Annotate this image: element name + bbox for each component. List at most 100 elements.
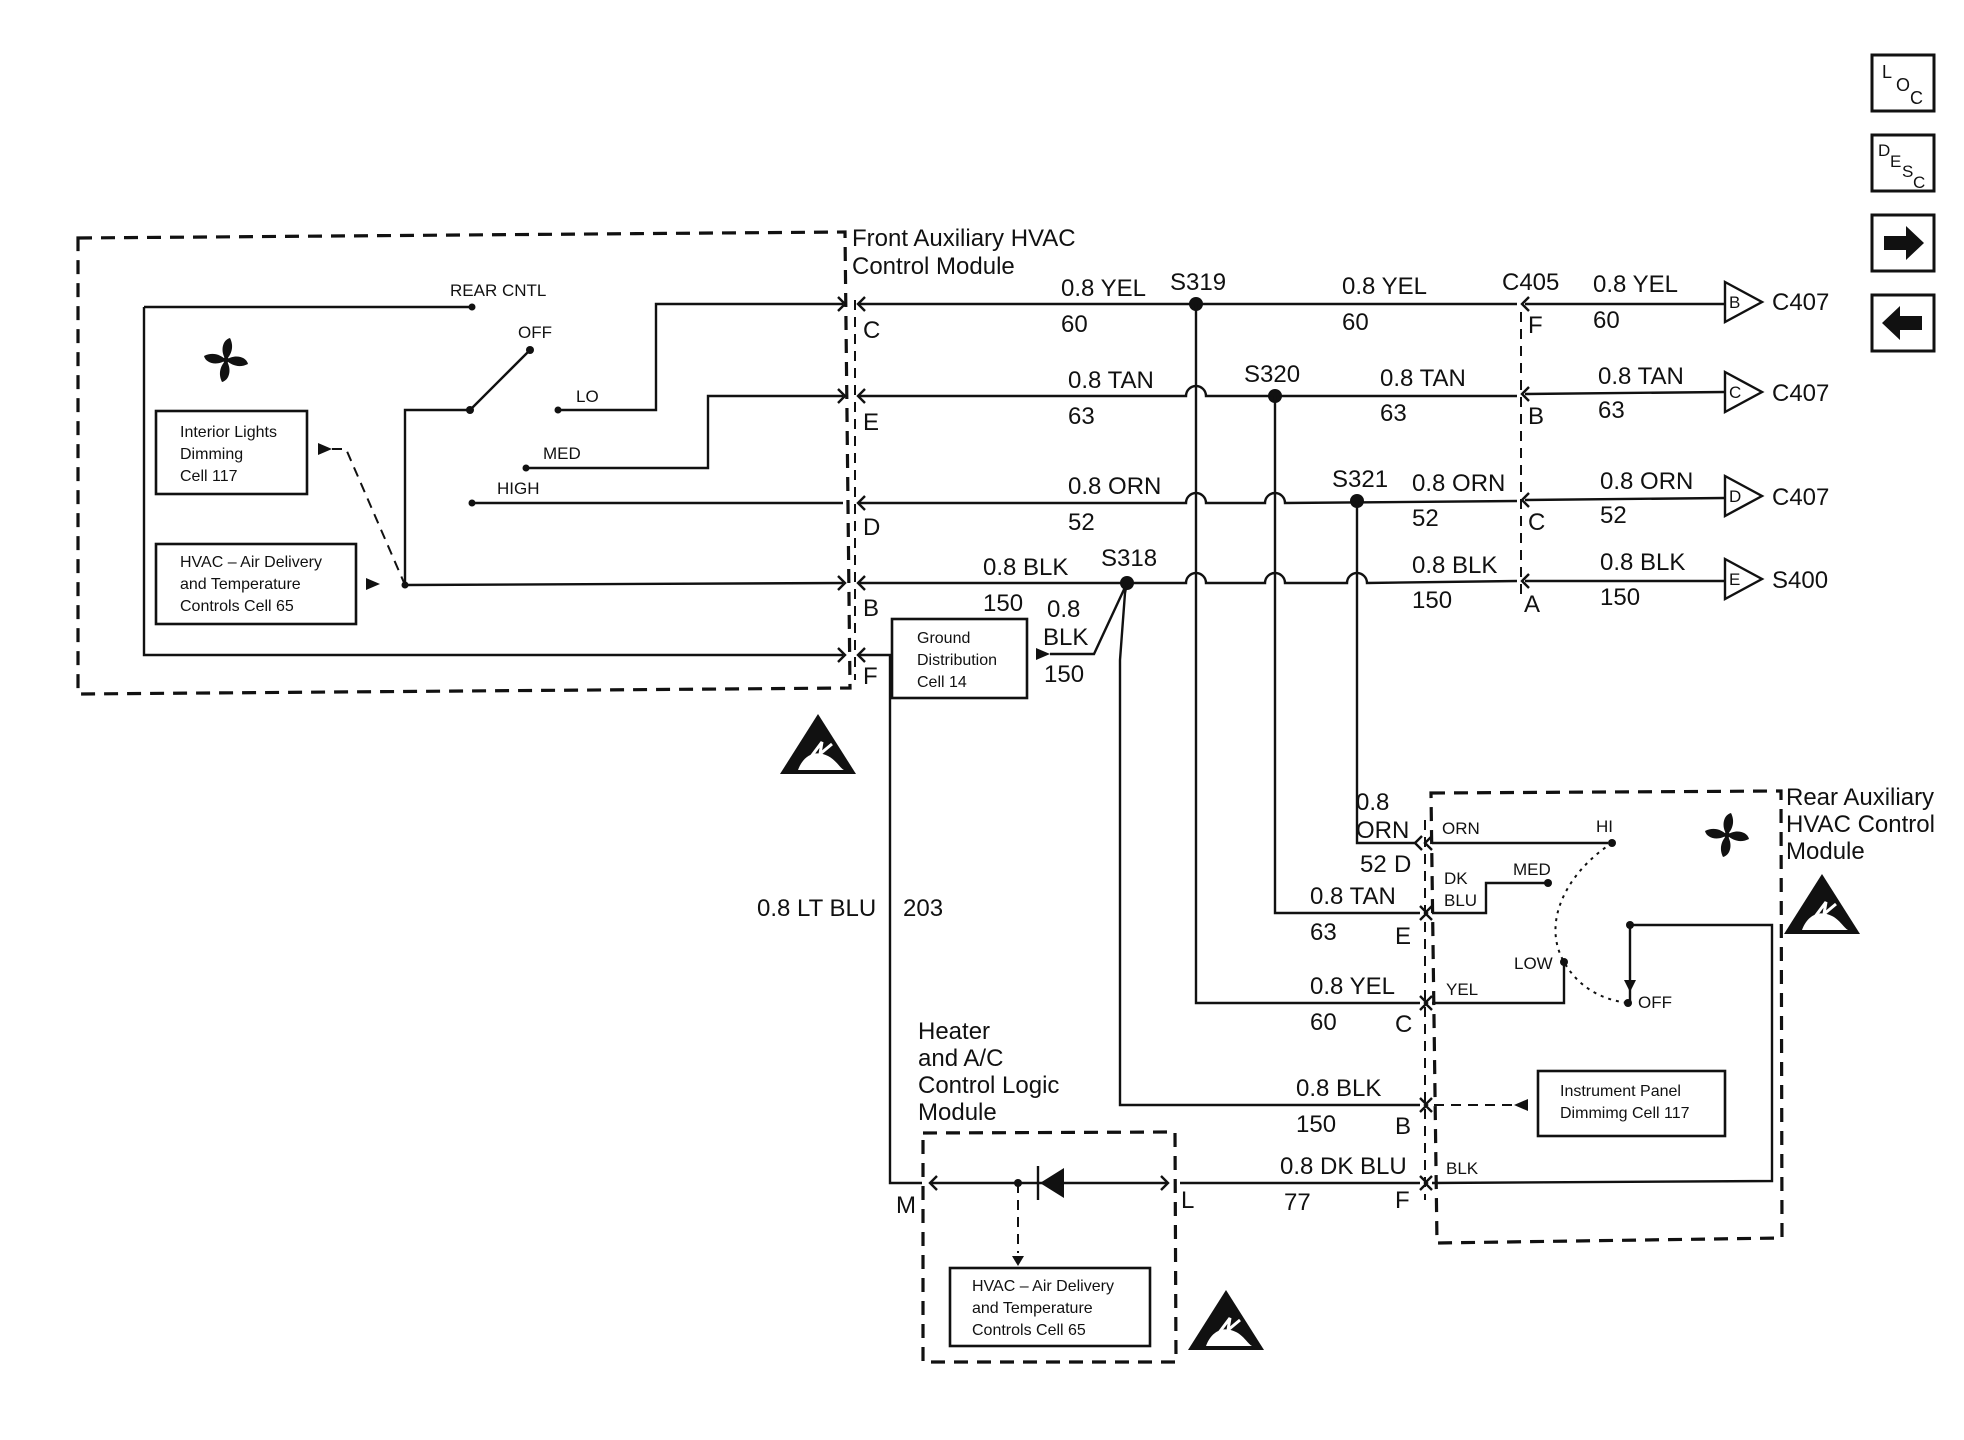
splice-s320-label: S320 (1244, 361, 1300, 388)
c405-label: C405 (1502, 269, 1559, 296)
rear-wire-yel-label: YEL (1446, 980, 1478, 999)
destination-4-name: S400 (1772, 567, 1828, 594)
heater-hvac-ref-box[interactable] (948, 1266, 1152, 1348)
destination-1-pin: B (1729, 293, 1740, 312)
rear-module-boundary (1429, 789, 1784, 1245)
arrow-right-icon (1884, 226, 1924, 260)
yel-drop-wire (1194, 304, 1420, 1005)
ground-ref-box[interactable] (890, 617, 1029, 700)
ip-dimming-ref-line2: Dimmimg Cell 117 (1560, 1105, 1690, 1122)
destination-4[interactable]: E S400 (1723, 556, 1828, 602)
switch-rear-cntl-label: REAR CNTL (450, 281, 546, 300)
front-module-title-1: Front Auxiliary HVAC (852, 225, 1076, 252)
desc-button[interactable]: D E S C (1870, 133, 1936, 193)
ground-distribution: Ground Distribution Cell 14 0.8 BLK 150 (890, 582, 1129, 700)
wire-tan-a-size: 0.8 TAN (1068, 367, 1154, 394)
ground-drop-wire (1050, 582, 1129, 656)
destination-2-name: C407 (1772, 380, 1829, 407)
front-pin-f: F (863, 663, 878, 690)
interior-lights-ref-box[interactable] (154, 409, 309, 496)
lt-blu-wire (858, 653, 922, 1185)
destination-3-triangle (1723, 473, 1765, 519)
esd-warning-icon (1186, 1288, 1266, 1352)
destination-1[interactable]: B C407 (1723, 279, 1829, 325)
rear-wire-blu-label: BLU (1444, 891, 1477, 910)
interior-lights-dashed-link (332, 448, 406, 586)
wire-yel-b-size: 0.8 YEL (1342, 273, 1427, 300)
rear-blk-internal (1431, 923, 1774, 1185)
destination-3-name: C407 (1772, 484, 1829, 511)
front-inner-arrows (837, 296, 847, 663)
wire-blk-rear-size: 0.8 BLK (1296, 1075, 1381, 1102)
wire-orn-b-size: 0.8 ORN (1412, 470, 1505, 497)
wire-orn-rear-size1: 0.8 (1356, 789, 1389, 816)
rear-pin-b: B (1395, 1113, 1411, 1140)
front-hvac-arrow (366, 578, 380, 590)
ip-dimming-arrow (1514, 1099, 1528, 1111)
loc-letter-a: L (1882, 62, 1892, 82)
heater-hvac-ref-line1: HVAC – Air Delivery (972, 1278, 1114, 1295)
next-button[interactable] (1870, 213, 1936, 273)
rear-dkblu-internal (1432, 881, 1545, 915)
tan-drop-wire (1273, 396, 1420, 915)
destination-2[interactable]: C C407 (1723, 369, 1829, 415)
loc-button[interactable]: L O C (1870, 53, 1936, 113)
splice-s321-label: S321 (1332, 466, 1388, 493)
wire-blk-b-size: 0.8 BLK (1412, 552, 1497, 579)
heater-hvac-ref-line2: and Temperature (972, 1300, 1093, 1317)
ground-ref-line3: Cell 14 (917, 674, 967, 691)
switch-off-label: OFF (518, 323, 552, 342)
desc-letter-a: D (1878, 141, 1890, 160)
ip-dimming-ref-box[interactable] (1536, 1069, 1727, 1138)
front-switch-off-terminal (526, 346, 534, 354)
destination-4-triangle (1723, 556, 1765, 602)
interior-lights-ref-line2: Dimming (180, 446, 243, 463)
heater-ref-arrow (1012, 1256, 1024, 1266)
heater-internal-arrows (928, 1175, 1170, 1191)
rear-wire-orn-label: ORN (1442, 819, 1480, 838)
destination-3[interactable]: D C407 (1723, 473, 1829, 519)
rear-switch-off-label: OFF (1638, 993, 1672, 1012)
main-harness: S319 S320 S321 S318 0.8 YEL 60 0.8 TAN 6… (858, 269, 1829, 618)
rear-switch-off-terminal (1624, 999, 1632, 1007)
switch-lo-label: LO (576, 387, 599, 406)
c405-arrows (1520, 296, 1530, 589)
loc-letter-b: O (1896, 75, 1910, 95)
wire-gnd-size1: 0.8 (1047, 596, 1080, 623)
splice-s319-label: S319 (1170, 269, 1226, 296)
desc-letter-c: S (1902, 162, 1913, 181)
wire-tan-b-size: 0.8 TAN (1380, 365, 1466, 392)
front-switch-pivot (466, 406, 474, 414)
interior-lights-arrow (318, 443, 332, 455)
wire-blk-b-circuit: 150 (1412, 587, 1452, 614)
destination-2-pin: C (1729, 383, 1741, 402)
wire-orn-b-circuit: 52 (1412, 505, 1439, 532)
front-pin-b: B (863, 595, 879, 622)
prev-button[interactable] (1870, 293, 1936, 353)
heater-pin-m: M (896, 1192, 916, 1219)
lo-wire (558, 302, 843, 412)
interior-lights-ref-line3: Cell 117 (180, 468, 238, 485)
rear-switch-pivot (1626, 921, 1634, 929)
switch-med-label: MED (543, 444, 581, 463)
front-hvac-ref-box[interactable] (154, 542, 358, 626)
ip-dimming-ref-line1: Instrument Panel (1560, 1083, 1681, 1100)
ground-ref-arrow (1036, 648, 1050, 660)
wire-blk-a-size: 0.8 BLK (983, 554, 1068, 581)
orn-wire-out (1524, 496, 1726, 502)
destination-4-pin: E (1729, 570, 1740, 589)
wire-tan-rear-circuit: 63 (1310, 919, 1337, 946)
blk-drop-wire (1118, 582, 1420, 1107)
front-pin-c: C (863, 317, 880, 344)
heater-title-4: Module (918, 1099, 997, 1126)
wire-gnd-circuit: 150 (1044, 661, 1084, 688)
wire-tan-b-circuit: 63 (1380, 400, 1407, 427)
wire-dkblu-circuit: 77 (1284, 1189, 1311, 1216)
heater-pin-l: L (1181, 1187, 1194, 1214)
wire-yel-rear-size: 0.8 YEL (1310, 973, 1395, 1000)
heater-title-2: and A/C (918, 1045, 1003, 1072)
arrow-left-icon (1882, 306, 1922, 340)
front-hvac-ref-line2: and Temperature (180, 576, 301, 593)
wire-orn-c-size: 0.8 ORN (1600, 468, 1693, 495)
heater-title-3: Control Logic (918, 1072, 1059, 1099)
